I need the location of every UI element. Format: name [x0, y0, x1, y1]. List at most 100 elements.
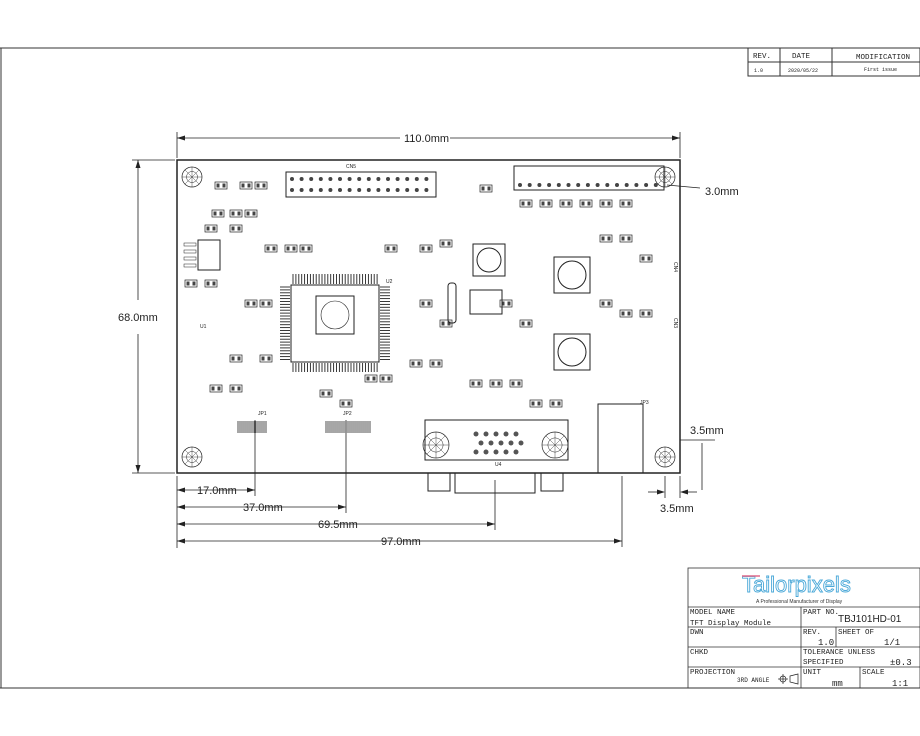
smd-component: [419, 244, 433, 253]
jp3-label: JP3: [640, 400, 649, 406]
soic-pin: [183, 249, 197, 254]
smd-pad: [222, 183, 226, 188]
scale-label: SCALE: [862, 669, 885, 677]
smd-pad: [347, 401, 351, 406]
mounting-hole-spoke: [664, 176, 673, 185]
inductor: [553, 256, 591, 294]
header-pin: [299, 188, 304, 192]
third-angle-projection-icon: [778, 673, 799, 685]
smd-pad: [441, 321, 445, 326]
smd-pad: [237, 386, 241, 391]
header-pin: [347, 188, 352, 192]
part-no-label: PART NO.: [803, 609, 839, 617]
smd-component: [599, 199, 613, 208]
smd-component: [229, 384, 243, 393]
smd-component: [469, 379, 483, 388]
cn3-label: CN3: [672, 318, 678, 328]
smd-pad: [366, 376, 370, 381]
smd-component: [619, 309, 633, 318]
header-pin: [595, 183, 600, 187]
smd-component: [339, 399, 353, 408]
u2-label: U2: [386, 279, 393, 285]
smd-component: [204, 279, 218, 288]
smd-pad: [607, 236, 611, 241]
smd-component: [209, 384, 223, 393]
header-pin: [376, 188, 381, 192]
smd-component: [499, 299, 513, 308]
header-pin: [537, 183, 542, 187]
power-jack: [597, 403, 644, 474]
header-pin: [318, 188, 323, 192]
unit-label: UNIT: [803, 669, 822, 677]
jp1-position-dimension: 17.0mm: [197, 485, 237, 497]
smd-pad: [447, 321, 451, 326]
hole-offset-right-dimension: 3.5mm: [690, 425, 724, 437]
smd-pad: [421, 301, 425, 306]
header-pin: [318, 177, 323, 181]
smd-component: [409, 359, 423, 368]
soic-chip: [197, 239, 221, 271]
smd-component: [639, 254, 653, 263]
smd-component: [579, 199, 593, 208]
ic-mark: [320, 300, 350, 330]
smd-pad: [231, 356, 235, 361]
smd-pad: [421, 246, 425, 251]
smd-pad: [387, 376, 391, 381]
header-pin: [328, 177, 333, 181]
smd-pad: [491, 381, 495, 386]
modification-value: First issue: [864, 67, 897, 73]
tolerance-value: ±0.3: [890, 658, 912, 668]
smd-pad: [217, 386, 221, 391]
smd-pad: [607, 301, 611, 306]
date-value: 2020/05/22: [788, 68, 818, 74]
smd-component: [244, 299, 258, 308]
hole-offset-top-dimension: 3.0mm: [705, 186, 739, 198]
vga-pin: [473, 431, 479, 437]
smd-pad: [501, 301, 505, 306]
smd-component: [509, 379, 523, 388]
smd-pad: [417, 361, 421, 366]
vga-pin: [478, 440, 484, 446]
regulator-tab: [447, 282, 457, 324]
rev-value: 1.0: [818, 638, 834, 648]
smd-pad: [647, 256, 651, 261]
smd-pad: [206, 281, 210, 286]
cn4-label: CN4: [672, 262, 678, 272]
smd-component: [259, 354, 273, 363]
mounting-hole-spoke: [664, 169, 673, 178]
smd-pad: [372, 376, 376, 381]
vga-pin: [508, 440, 514, 446]
header-pin: [615, 183, 619, 187]
smd-pad: [437, 361, 441, 366]
smd-pad: [327, 391, 331, 396]
smd-pad: [266, 246, 270, 251]
smd-component: [211, 209, 225, 218]
smd-pad: [286, 246, 290, 251]
header-pin: [290, 177, 294, 181]
mounting-hole-spoke: [664, 456, 673, 465]
smd-pad: [601, 301, 605, 306]
header-pin: [644, 183, 649, 187]
vga-pin: [483, 431, 489, 437]
vga-pin: [498, 440, 504, 446]
header-pin: [405, 177, 410, 181]
header-pin: [605, 183, 610, 187]
smd-component: [384, 244, 398, 253]
smd-component: [184, 279, 198, 288]
smd-pad: [186, 281, 190, 286]
mounting-hole-spoke: [426, 435, 437, 446]
smd-pad: [252, 301, 256, 306]
smd-pad: [216, 183, 220, 188]
mounting-hole-spoke: [191, 169, 200, 178]
smd-pad: [521, 201, 525, 206]
header-pin: [585, 183, 590, 187]
smd-pad: [272, 246, 276, 251]
smd-component: [539, 199, 553, 208]
smd-pad: [262, 183, 266, 188]
smd-pad: [213, 211, 217, 216]
header-pin: [357, 188, 362, 192]
header-pin: [634, 183, 639, 187]
smd-component: [214, 181, 228, 190]
header-pin: [357, 177, 362, 181]
